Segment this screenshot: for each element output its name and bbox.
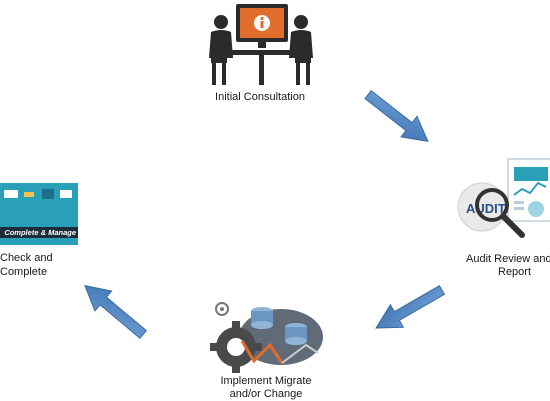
audit-magnifier-report-icon: AUDIT — [457, 158, 550, 238]
node-initial-consultation: Initial Consultation — [190, 0, 330, 108]
node-label-line2: Complete — [0, 266, 48, 278]
banner-device-strip — [2, 187, 76, 201]
node-label-line2: and/or Change — [229, 388, 303, 400]
node-label-line1: Audit Review and — [466, 253, 550, 265]
node-label-line1: Implement Migrate — [220, 375, 312, 387]
node-label-line1: Check and — [0, 252, 53, 264]
arrow-audit-to-implement — [375, 284, 446, 329]
node-label: Initial Consultation — [215, 91, 305, 103]
node-check-complete: Complete & Manage Check and Complete — [0, 180, 82, 280]
arrow-consultation-to-audit — [364, 89, 429, 143]
arrow-implement-to-check — [84, 284, 148, 339]
node-label-line2: Report — [498, 266, 532, 278]
consultation-meeting-icon — [209, 4, 313, 85]
node-implement: Implement Migrate and/or Change — [196, 297, 336, 400]
gears-database-icon — [210, 302, 323, 373]
audit-word: AUDIT — [466, 201, 506, 216]
banner-text: Complete & Manage — [0, 227, 78, 238]
node-audit-review: AUDIT Audit Review and Report — [452, 155, 550, 285]
complete-manage-banner-icon: Complete & Manage — [0, 183, 78, 245]
